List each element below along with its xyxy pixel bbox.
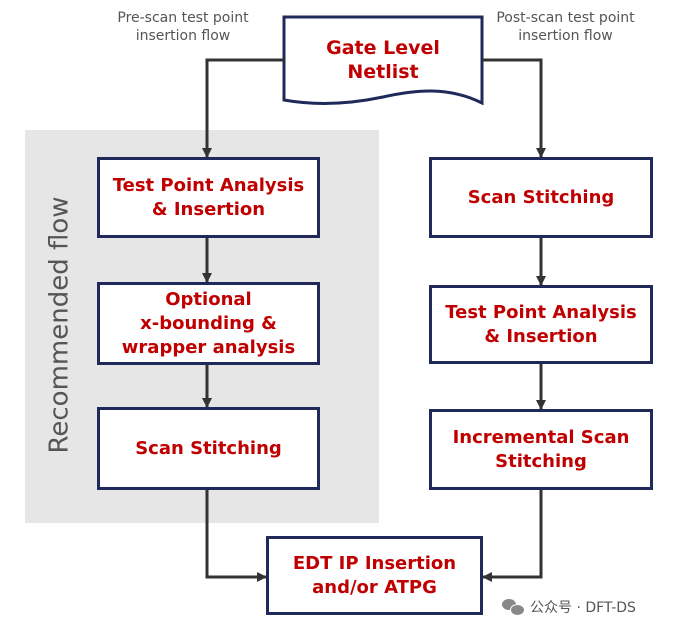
pre-scan-flow-label: Pre-scan test point insertion flow <box>117 10 249 44</box>
arrow-left-to-edt <box>205 490 267 582</box>
arrow-right-to-edt <box>482 490 543 582</box>
arrow-netlist-to-left <box>202 58 284 158</box>
left-test-point-analysis-box: Test Point Analysis & Insertion <box>97 157 320 238</box>
post-scan-flow-label: Post-scan test point insertion flow <box>496 10 635 44</box>
watermark-text: 公众号 · DFT-DS <box>530 600 636 616</box>
right-scan-stitching-box: Scan Stitching <box>429 157 653 238</box>
gate-level-netlist: Gate Level Netlist <box>326 37 440 83</box>
wechat-icon <box>502 598 525 616</box>
right-test-point-analysis-box: Test Point Analysis & Insertion <box>429 285 653 364</box>
arrow-netlist-to-right <box>482 58 546 158</box>
netlist-document-shape <box>282 15 484 106</box>
left-scan-stitching-box: Scan Stitching <box>97 407 320 490</box>
watermark: 公众号 · DFT-DS <box>502 596 636 618</box>
edt-ip-insertion-box: EDT IP Insertion and/or ATPG <box>266 536 483 615</box>
right-incremental-scan-box: Incremental Scan Stitching <box>429 409 653 490</box>
left-optional-xbounding-box: Optional x-bounding & wrapper analysis <box>97 282 320 365</box>
